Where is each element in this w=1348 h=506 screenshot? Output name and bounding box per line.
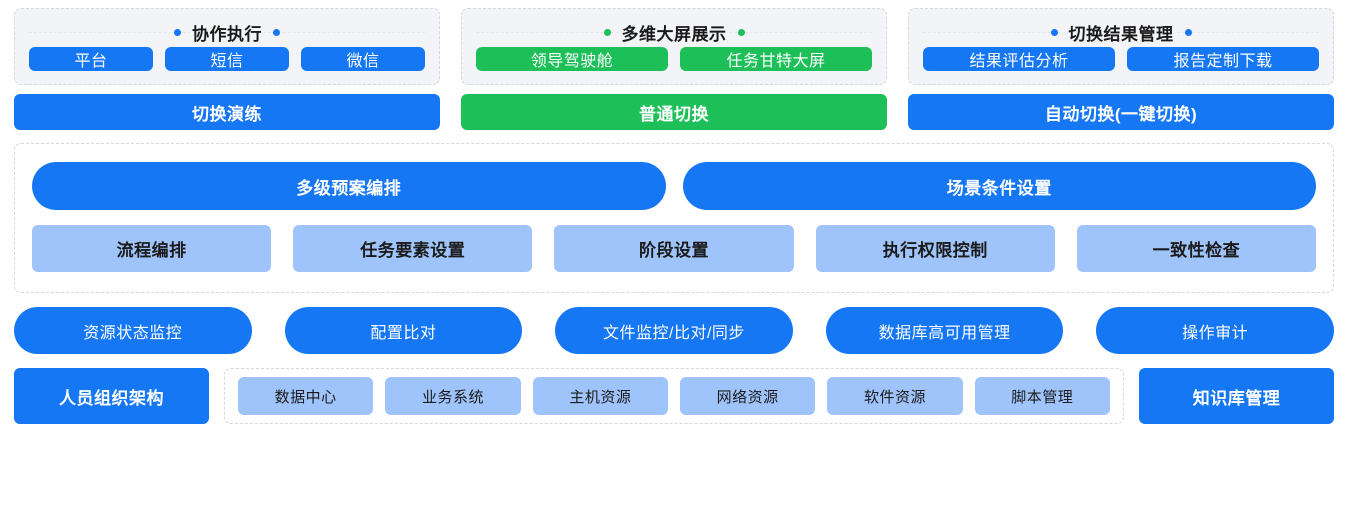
top-column-collaboration: 协作执行 平台 短信 微信 切换演练 <box>14 8 440 130</box>
pill-file-monitor-compare-sync[interactable]: 文件监控/比对/同步 <box>555 307 793 354</box>
resource-data-center[interactable]: 数据中心 <box>238 377 374 415</box>
bullet-dot-right-icon <box>1184 28 1192 36</box>
chip-leader-cockpit[interactable]: 领导驾驶舱 <box>476 47 668 71</box>
bullet-dot-left-icon <box>174 28 181 36</box>
bullet-dot-right-icon <box>273 28 280 36</box>
resource-software[interactable]: 软件资源 <box>827 377 963 415</box>
resource-network[interactable]: 网络资源 <box>679 377 816 415</box>
bar-switch-drill[interactable]: 切换演练 <box>14 94 440 130</box>
chip-row-bigscreen: 领导驾驶舱 任务甘特大屏 <box>476 47 872 71</box>
panel-title-collaboration: 协作执行 <box>29 17 425 47</box>
bar-auto-switch[interactable]: 自动切换(一键切换) <box>908 94 1334 130</box>
chip-row-collaboration: 平台 短信 微信 <box>29 47 425 71</box>
chip-row-result-management: 结果评估分析 报告定制下载 <box>923 47 1319 71</box>
top-panel-row: 协作执行 平台 短信 微信 切换演练 多维大屏展示 <box>14 8 1334 130</box>
bullet-dot-right-icon <box>737 28 745 36</box>
pill-operation-audit[interactable]: 操作审计 <box>1096 307 1334 354</box>
orchestration-pill-row: 多级预案编排 场景条件设置 <box>32 162 1316 210</box>
pill-scenario-condition-setting[interactable]: 场景条件设置 <box>682 162 1316 210</box>
top-column-result-management: 切换结果管理 结果评估分析 报告定制下载 自动切换(一键切换) <box>908 8 1334 130</box>
resource-business-system[interactable]: 业务系统 <box>385 377 521 415</box>
pill-multilevel-plan-orchestration[interactable]: 多级预案编排 <box>32 162 666 210</box>
orchestration-block: 多级预案编排 场景条件设置 流程编排 任务要素设置 阶段设置 执行权限控制 一致… <box>14 143 1334 293</box>
box-task-element-setting[interactable]: 任务要素设置 <box>293 225 533 272</box>
pill-database-ha-management[interactable]: 数据库高可用管理 <box>825 307 1064 354</box>
panel-title-text: 多维大屏展示 <box>619 19 729 45</box>
chip-result-evaluation[interactable]: 结果评估分析 <box>923 47 1115 71</box>
panel-result-management: 切换结果管理 结果评估分析 报告定制下载 <box>908 8 1334 85</box>
resource-host[interactable]: 主机资源 <box>532 377 668 415</box>
resource-inventory-group: 数据中心 业务系统 主机资源 网络资源 软件资源 脚本管理 <box>224 368 1124 424</box>
box-process-orchestration[interactable]: 流程编排 <box>32 225 272 272</box>
chip-report-download[interactable]: 报告定制下载 <box>1127 47 1319 71</box>
bar-normal-switch[interactable]: 普通切换 <box>461 94 887 130</box>
chip-sms[interactable]: 短信 <box>165 47 289 71</box>
chip-platform[interactable]: 平台 <box>29 47 153 71</box>
box-consistency-check[interactable]: 一致性检查 <box>1076 225 1317 272</box>
capability-row: 资源状态监控 配置比对 文件监控/比对/同步 数据库高可用管理 操作审计 <box>14 307 1334 354</box>
block-knowledge-base-management[interactable]: 知识库管理 <box>1139 368 1334 424</box>
panel-bigscreen: 多维大屏展示 领导驾驶舱 任务甘特大屏 <box>461 8 887 85</box>
bullet-dot-left-icon <box>1050 28 1058 36</box>
panel-title-text: 切换结果管理 <box>1066 19 1176 45</box>
chip-wechat[interactable]: 微信 <box>301 47 425 71</box>
panel-title-result-management: 切换结果管理 <box>923 17 1319 47</box>
pill-resource-status-monitoring[interactable]: 资源状态监控 <box>14 307 252 354</box>
top-column-bigscreen: 多维大屏展示 领导驾驶舱 任务甘特大屏 普通切换 <box>461 8 887 130</box>
panel-title-text: 协作执行 <box>190 19 264 45</box>
panel-collaboration: 协作执行 平台 短信 微信 <box>14 8 440 85</box>
block-personnel-organization[interactable]: 人员组织架构 <box>14 368 209 424</box>
panel-title-bigscreen: 多维大屏展示 <box>476 17 872 47</box>
box-execution-permission-control[interactable]: 执行权限控制 <box>815 225 1055 272</box>
foundation-row: 人员组织架构 数据中心 业务系统 主机资源 网络资源 软件资源 脚本管理 知识库… <box>14 368 1334 424</box>
resource-script-management[interactable]: 脚本管理 <box>974 377 1110 415</box>
pill-configuration-comparison[interactable]: 配置比对 <box>284 307 523 354</box>
bullet-dot-left-icon <box>603 28 611 36</box>
orchestration-box-row: 流程编排 任务要素设置 阶段设置 执行权限控制 一致性检查 <box>32 225 1317 272</box>
chip-task-gantt-screen[interactable]: 任务甘特大屏 <box>680 47 872 71</box>
box-stage-setting[interactable]: 阶段设置 <box>554 225 794 272</box>
